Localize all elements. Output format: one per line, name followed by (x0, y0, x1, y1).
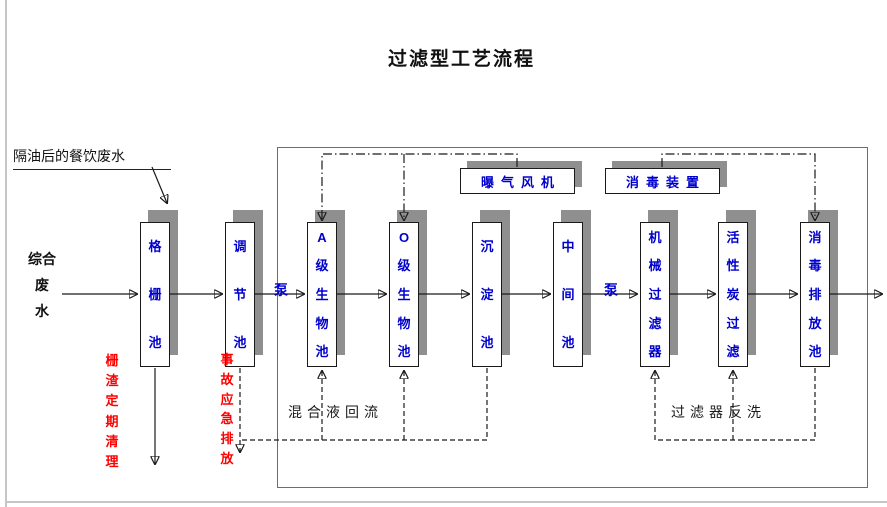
filter-backwash-label: 过滤器反洗 (671, 404, 766, 420)
aux-unit-label: 消毒装置 (625, 174, 706, 190)
process-unit-label: 机械过滤器 (648, 229, 662, 360)
process-unit-label: 消毒排放池 (808, 229, 822, 360)
note-grid-residue-cleaning: 栅渣定期清理 (105, 352, 119, 470)
page-edge-bottom (5, 501, 887, 503)
disinfection-line (661, 153, 815, 220)
process-unit-label: 调节池 (233, 239, 247, 350)
backwash-lines (655, 368, 816, 441)
disinfection-device-box: 消毒装置 (605, 168, 720, 194)
process-unit-mechanical-filter: 机械过滤器 (640, 222, 670, 367)
process-unit-label: 沉淀池 (480, 239, 494, 350)
influent-label-line: 废 (35, 277, 49, 293)
line-backwash-main (655, 368, 816, 441)
process-unit-intermediate-tank: 中间池 (553, 222, 583, 367)
influent-label-line: 水 (35, 303, 49, 319)
note-emergency-discharge: 事故应急排放 (220, 352, 234, 466)
influent-source-note: 隔油后的餐饮废水 (13, 146, 171, 170)
recycle-lines (240, 368, 488, 452)
process-unit-grid-tank: 格栅池 (140, 222, 170, 367)
process-unit-sedimentation-tank: 沉淀池 (472, 222, 502, 367)
influent-label-line: 综合 (28, 251, 56, 267)
aeration-lines (322, 153, 518, 220)
page-edge-left (5, 0, 7, 507)
influent-label: 综合 废 水 (24, 246, 60, 324)
pump-label: 泵 (274, 282, 288, 298)
process-unit-activated-carbon-filter: 活性炭过滤 (718, 222, 748, 367)
process-unit-label: 活性炭过滤 (726, 229, 740, 360)
page-title: 过滤型工艺流程 (388, 49, 536, 70)
treatment-boundary-frame (277, 147, 868, 488)
arrow-influent-feed (151, 166, 167, 203)
aeration-blower-box: 曝气风机 (460, 168, 575, 194)
process-unit-disinfection-discharge-tank: 消毒排放池 (800, 222, 830, 367)
aux-unit-label: 曝气风机 (480, 174, 561, 190)
line-aeration-to-a-tank (322, 153, 518, 220)
process-unit-regulating-tank: 调节池 (225, 222, 255, 367)
main-flow-arrows (62, 166, 882, 464)
mixed-liquor-recycle-label: 混合液回流 (288, 404, 383, 420)
process-unit-label: 格栅池 (148, 239, 162, 350)
process-unit-label: 中间池 (561, 239, 575, 350)
pump-label: 泵 (604, 282, 618, 298)
line-disinfection-feed (661, 153, 815, 220)
